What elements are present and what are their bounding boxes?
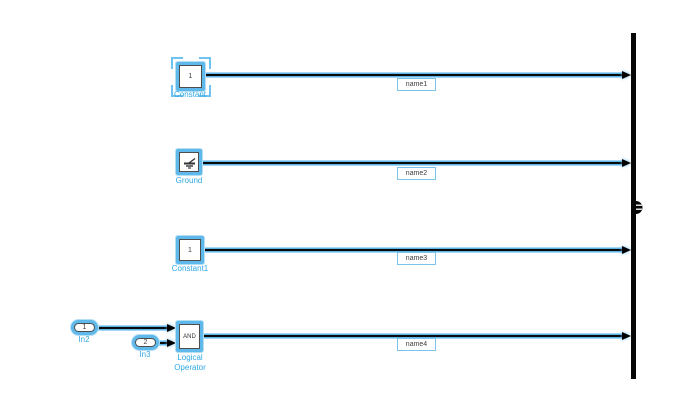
ground-icon xyxy=(183,157,195,169)
signal-wire-name4[interactable] xyxy=(203,333,622,339)
signal-wire-name2[interactable] xyxy=(202,160,622,166)
logical-operator-label[interactable]: Logical Operator xyxy=(174,353,206,372)
signal-name-label[interactable]: name3 xyxy=(397,252,436,265)
logical-operator-block[interactable]: AND xyxy=(176,321,203,352)
constant1-value: 1 xyxy=(179,239,201,261)
inport-in3-block[interactable]: 2 xyxy=(132,335,159,350)
inport-in2-label[interactable]: In2 xyxy=(78,335,90,344)
constant1-block-label[interactable]: Constant1 xyxy=(171,264,209,273)
inport-in3-number: 2 xyxy=(135,338,156,347)
mux-output-port-icon[interactable] xyxy=(636,201,643,214)
inport-in2-block[interactable]: 1 xyxy=(71,320,98,335)
ground-block-label[interactable]: Ground xyxy=(175,176,203,185)
constant-value: 1 xyxy=(179,65,202,88)
signal-name-label[interactable]: name4 xyxy=(397,338,436,351)
inport-in2-number: 1 xyxy=(74,323,95,332)
wire-arrowhead xyxy=(167,339,176,347)
wire-in2-to-and[interactable] xyxy=(98,325,167,331)
constant1-block[interactable]: 1 xyxy=(176,236,204,264)
wire-in3-to-and[interactable] xyxy=(159,340,167,346)
wire-arrowhead xyxy=(622,332,631,340)
signal-name-label[interactable]: name1 xyxy=(397,78,436,91)
logical-operator-type: AND xyxy=(179,324,200,349)
constant-block[interactable]: 1 xyxy=(176,62,205,91)
mux-block[interactable] xyxy=(631,33,636,379)
constant-block-label[interactable]: Constant xyxy=(173,90,207,99)
wire-arrowhead xyxy=(622,246,631,254)
ground-block[interactable] xyxy=(176,149,202,175)
wire-arrowhead xyxy=(622,71,631,79)
signal-wire-name1[interactable] xyxy=(205,72,622,78)
wire-arrowhead xyxy=(167,324,176,332)
signal-wire-name3[interactable] xyxy=(204,247,622,253)
inport-in3-label[interactable]: In3 xyxy=(139,350,151,359)
signal-name-label[interactable]: name2 xyxy=(397,167,436,180)
wire-arrowhead xyxy=(622,159,631,167)
